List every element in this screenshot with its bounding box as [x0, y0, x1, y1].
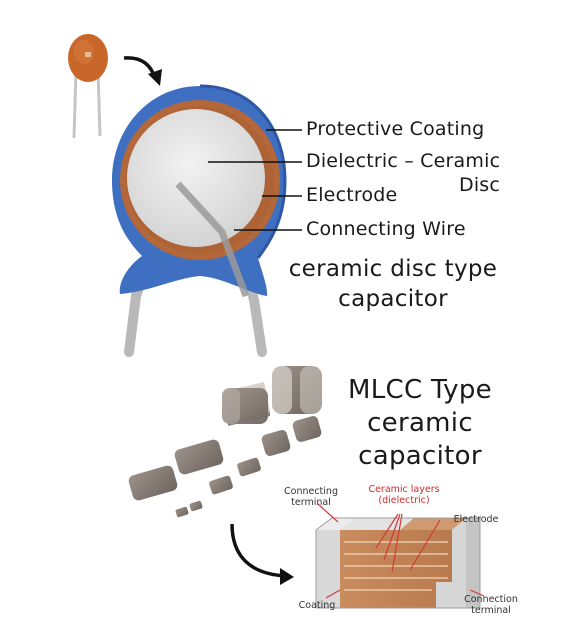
- connection-terminal-label-line1: Connection: [464, 594, 518, 605]
- disc-caption-line1: ceramic disc type: [288, 256, 498, 282]
- mlcc-caption-line1: MLCC Type: [348, 375, 492, 405]
- ceramic-layers-label: Ceramic layers (dielectric): [364, 484, 444, 506]
- curved-arrow-icon: [230, 523, 294, 585]
- mlcc-chips-illustration: [128, 366, 322, 518]
- mlcc-chip: [175, 506, 189, 518]
- protective-coating-label: Protective Coating: [306, 118, 485, 140]
- electrode-label: Electrode: [306, 184, 398, 206]
- mlcc-chip: [189, 500, 203, 512]
- connecting-wire-label: Connecting Wire: [306, 218, 466, 240]
- mlcc-caption: MLCC Type ceramic capacitor: [330, 374, 510, 473]
- mlcc-chip: [261, 430, 291, 456]
- mlcc-chip: [209, 475, 233, 495]
- dielectric-label: Dielectric – Ceramic: [306, 150, 501, 172]
- small-disc-capacitor-icon: [68, 34, 108, 139]
- mlcc-chip: [128, 465, 178, 501]
- dielectric-label-line2: Disc: [459, 174, 501, 196]
- curved-arrow-icon: [123, 56, 162, 86]
- disc-leader-lines: [208, 129, 302, 231]
- connection-terminal-label: Connection terminal: [454, 594, 528, 616]
- connecting-terminal-label-line2: terminal: [291, 497, 331, 508]
- ceramic-layers-label-line2: (dielectric): [378, 495, 430, 506]
- disc-capacitor-illustration: [112, 84, 287, 357]
- mlcc-electrode-label: Electrode: [453, 514, 499, 525]
- mlcc-leader-lines: [317, 503, 485, 599]
- mlcc-chip: [292, 416, 322, 442]
- mlcc-chip: [237, 457, 261, 477]
- mlcc-chip: [272, 366, 322, 414]
- mlcc-chip: [222, 382, 270, 426]
- ceramic-layers-label-line1: Ceramic layers: [368, 484, 440, 495]
- mlcc-chip: [174, 439, 224, 475]
- coating-label: Coating: [298, 600, 336, 611]
- disc-caption: ceramic disc type capacitor: [268, 254, 518, 314]
- mlcc-cross-section: [315, 517, 481, 609]
- connecting-terminal-label-line1: Connecting: [284, 486, 338, 497]
- mlcc-caption-line3: capacitor: [358, 441, 482, 471]
- connecting-terminal-label: Connecting terminal: [276, 486, 346, 508]
- disc-caption-line2: capacitor: [338, 286, 448, 312]
- connection-terminal-label-line2: terminal: [471, 605, 511, 616]
- mlcc-caption-line2: ceramic: [367, 408, 473, 438]
